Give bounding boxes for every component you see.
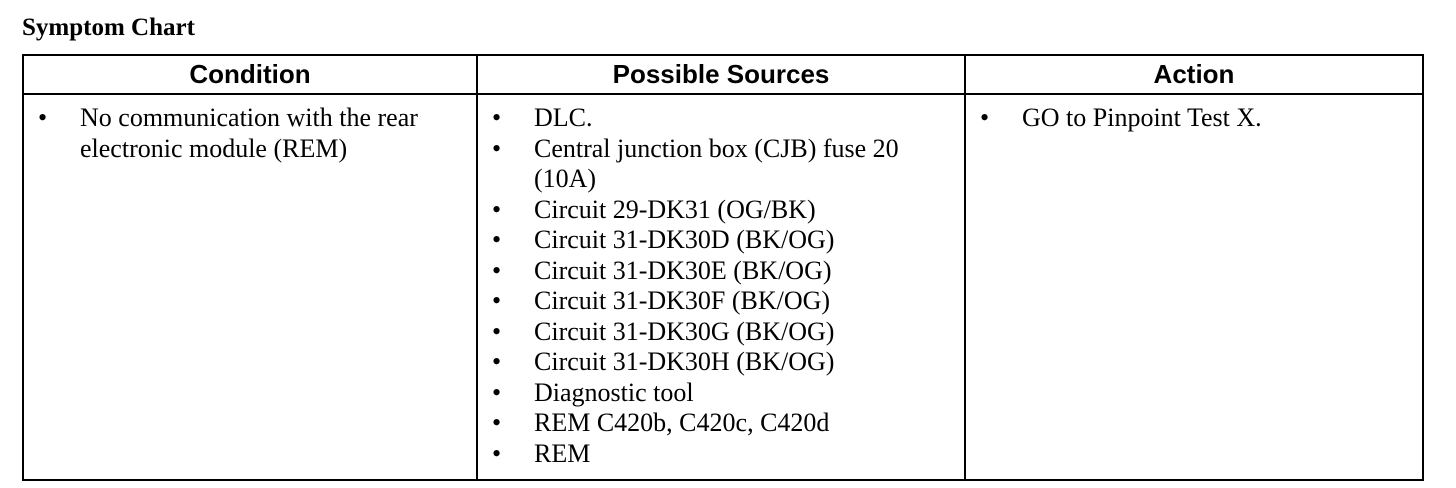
action-cell: GO to Pinpoint Test X. (964, 93, 1424, 481)
condition-item: No communication with the rear electroni… (24, 103, 476, 164)
sources-cell: DLC. Central junction box (CJB) fuse 20 … (476, 93, 966, 481)
source-item-dlc: DLC. (478, 103, 964, 134)
source-item-circuit-31-dk30d: Circuit 31-DK30D (BK/OG) (478, 225, 964, 256)
page-title: Symptom Chart (22, 14, 195, 41)
symptom-chart-table: Condition Possible Sources Action No com… (22, 54, 1424, 481)
source-item-diagnostic-tool: Diagnostic tool (478, 378, 964, 409)
table-row: No communication with the rear electroni… (22, 93, 1424, 481)
action-list: GO to Pinpoint Test X. (966, 103, 1422, 134)
source-item-circuit-31-dk30f: Circuit 31-DK30F (BK/OG) (478, 286, 964, 317)
source-item-circuit-29-dk31: Circuit 29-DK31 (OG/BK) (478, 195, 964, 226)
condition-list: No communication with the rear electroni… (24, 103, 476, 164)
header-possible-sources: Possible Sources (476, 54, 966, 95)
condition-cell: No communication with the rear electroni… (22, 93, 478, 481)
action-item: GO to Pinpoint Test X. (966, 103, 1422, 134)
sources-list: DLC. Central junction box (CJB) fuse 20 … (478, 103, 964, 469)
source-item-rem-connectors: REM C420b, C420c, C420d (478, 408, 964, 439)
source-item-circuit-31-dk30g: Circuit 31-DK30G (BK/OG) (478, 317, 964, 348)
table-header-row: Condition Possible Sources Action (22, 54, 1424, 95)
header-condition: Condition (22, 54, 478, 95)
source-item-circuit-31-dk30e: Circuit 31-DK30E (BK/OG) (478, 256, 964, 287)
source-item-cjb-fuse: Central junction box (CJB) fuse 20 (10A) (478, 134, 964, 195)
source-item-circuit-31-dk30h: Circuit 31-DK30H (BK/OG) (478, 347, 964, 378)
header-action: Action (964, 54, 1424, 95)
source-item-rem: REM (478, 439, 964, 470)
